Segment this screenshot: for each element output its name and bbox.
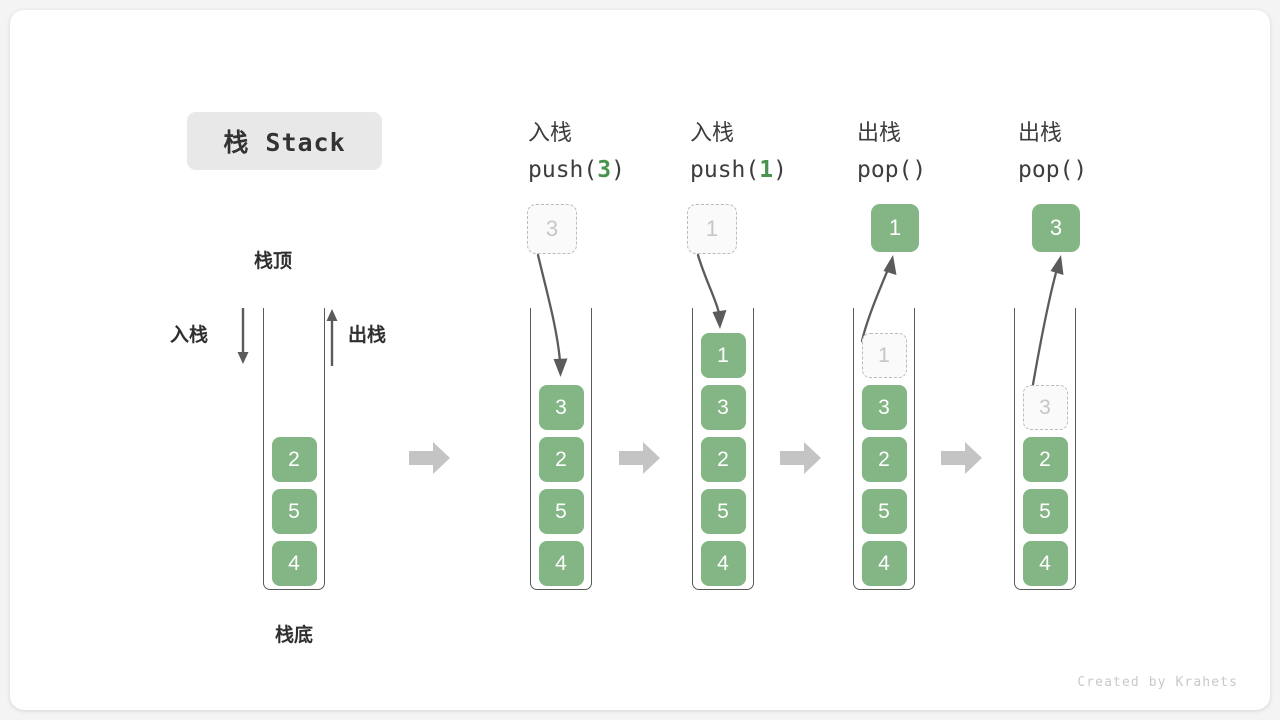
stack-cell: 4 — [1022, 541, 1068, 586]
float-cell-push-1: 1 — [687, 204, 737, 254]
curve-arrow-push-3-icon — [535, 253, 585, 383]
stack-bottom-label: 栈底 — [274, 625, 313, 646]
op-header-code-1: push(3) — [528, 157, 625, 183]
transition-arrow-4-icon — [941, 440, 983, 476]
diagram-card: 栈 Stack 栈顶 入栈 出栈 2 5 4 栈底 — [10, 10, 1270, 710]
op-header-push-1: 入栈 push(1) — [690, 115, 850, 189]
stack-cell: 3 — [538, 385, 584, 430]
stack-cell: 4 — [538, 541, 584, 586]
stack-cell: 5 — [861, 489, 907, 534]
op-header-cn-2: 入栈 — [690, 121, 735, 146]
stack-cell: 5 — [1022, 489, 1068, 534]
stack-cell: 5 — [271, 489, 317, 534]
curve-arrow-push-1-icon — [695, 253, 745, 333]
stack-cell: 1 — [700, 333, 746, 378]
stack-top-label: 栈顶 — [253, 251, 292, 272]
transition-arrow-2-icon — [619, 440, 661, 476]
stack-column-initial: 2 5 4 — [263, 308, 325, 590]
float-cell-push-3: 3 — [527, 204, 577, 254]
stack-cell: 2 — [538, 437, 584, 482]
stack-cell: 3 — [1022, 385, 1068, 430]
curve-arrow-pop-3-icon — [1015, 253, 1085, 398]
stack-cell: 2 — [700, 437, 746, 482]
footer-credit: Created by Krahets — [1077, 675, 1238, 690]
push-arrow-down-icon — [232, 306, 254, 368]
push-direction-label: 入栈 — [170, 325, 209, 346]
stack-cell: 4 — [271, 541, 317, 586]
op-header-pop-3: 出栈 pop() — [1018, 115, 1178, 189]
op-header-push-3: 入栈 push(3) — [528, 115, 688, 189]
op-arg-1: 3 — [597, 157, 612, 183]
stack-cell: 2 — [1022, 437, 1068, 482]
stack-cell: 3 — [700, 385, 746, 430]
stack-column-pop-1: 1 3 2 5 4 — [853, 308, 915, 590]
float-cell-pop-1: 1 — [871, 204, 919, 252]
stack-cell: 1 — [861, 333, 907, 378]
transition-arrow-1-icon — [409, 440, 451, 476]
op-arg-2: 1 — [759, 157, 774, 183]
stack-cell: 5 — [700, 489, 746, 534]
stack-cell: 4 — [700, 541, 746, 586]
stack-column-pop-3: 3 2 5 4 — [1014, 308, 1076, 590]
stack-cell: 2 — [271, 437, 317, 482]
stack-cell: 4 — [861, 541, 907, 586]
float-cell-pop-3: 3 — [1032, 204, 1080, 252]
transition-arrow-3-icon — [780, 440, 822, 476]
stack-column-push-1: 1 3 2 5 4 — [692, 308, 754, 590]
op-header-cn-4: 出栈 — [1018, 121, 1063, 146]
op-header-code-2: push(1) — [690, 157, 787, 183]
pop-direction-label: 出栈 — [348, 325, 387, 346]
stack-column-push-3: 3 2 5 4 — [530, 308, 592, 590]
op-header-code-3: pop() — [857, 157, 927, 183]
stack-cell: 2 — [861, 437, 907, 482]
op-header-code-4: pop() — [1018, 157, 1088, 183]
stack-cell: 3 — [861, 385, 907, 430]
op-header-cn-3: 出栈 — [857, 121, 902, 146]
pop-arrow-up-icon — [321, 306, 343, 368]
op-header-cn-1: 入栈 — [528, 121, 573, 146]
op-header-pop-1: 出栈 pop() — [857, 115, 1017, 189]
stack-cell: 5 — [538, 489, 584, 534]
title-badge: 栈 Stack — [187, 112, 382, 170]
